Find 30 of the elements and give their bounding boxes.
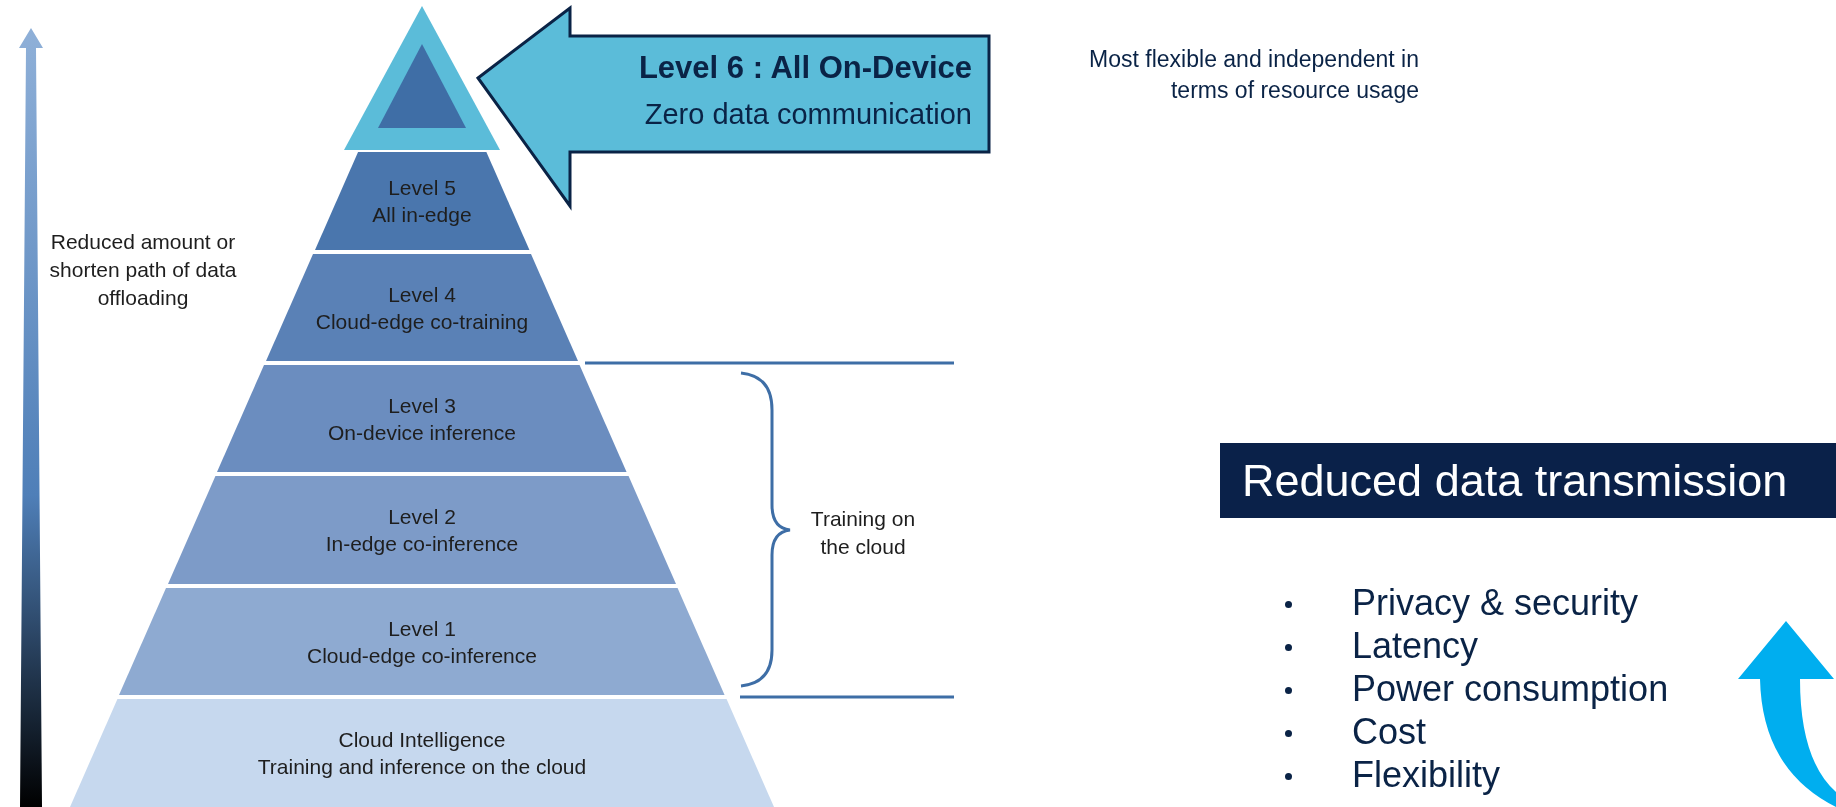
level-title: Level 3 — [387, 392, 457, 419]
level-description: Cloud-edge co-training — [314, 308, 530, 335]
level-title: Level 4 — [387, 281, 457, 308]
level-description: In-edge co-inference — [324, 531, 520, 557]
level-title: Level 1 — [387, 615, 457, 642]
callout-subtitle: Zero data communication — [644, 98, 972, 131]
callout-title: Level 6 : All On-Device — [638, 50, 972, 86]
heading-banner: Reduced data transmission — [1220, 443, 1836, 518]
level-description: On-device inference — [327, 419, 517, 446]
level-description: Training and inference on the cloud — [256, 754, 588, 780]
pyramid-level — [119, 588, 725, 695]
list-item-text: Flexibility — [1352, 754, 1501, 796]
level-description: Cloud-edge co-inference — [306, 642, 538, 669]
level-title: Level 2 — [387, 504, 457, 530]
level-title: Cloud Intelligence — [337, 727, 507, 753]
list-item-text: Power consumption — [1352, 668, 1669, 710]
level-description: All in-edge — [371, 202, 473, 228]
annotation-text: Training on the cloud — [809, 506, 917, 560]
list-item-text: Privacy & security — [1352, 582, 1639, 624]
pyramid-level — [266, 254, 578, 361]
level-title: Level 5 — [387, 175, 457, 201]
pyramid-level — [314, 152, 530, 250]
pyramid-level — [168, 476, 676, 584]
annotation-text: Most flexible and independent in terms of resource usage — [1088, 45, 1419, 105]
annotation-text: Reduced amount or shorten path of data offloading — [48, 229, 238, 311]
pyramid-level — [217, 365, 627, 472]
pyramid-apex — [344, 6, 500, 150]
pyramid-level — [70, 699, 774, 807]
list-item-text: Latency — [1352, 625, 1479, 667]
list-item-text: Cost — [1352, 711, 1427, 753]
